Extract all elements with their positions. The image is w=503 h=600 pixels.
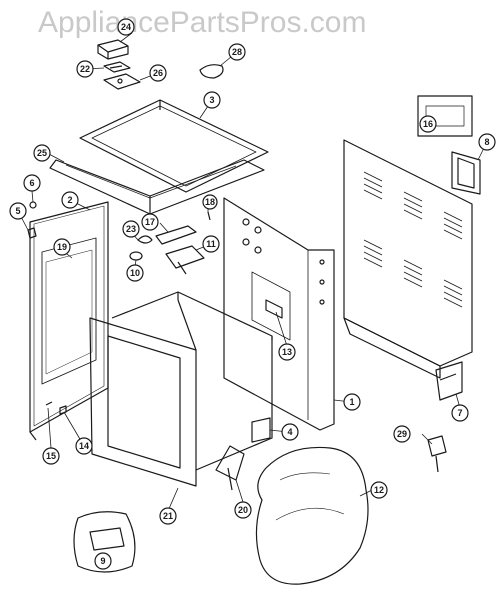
callout-15: 15 — [42, 447, 60, 465]
part-3-top-panel — [79, 99, 269, 193]
svg-text:10: 10 — [130, 268, 140, 278]
svg-text:4: 4 — [287, 427, 292, 437]
back-panel — [343, 139, 473, 379]
callout-13: 13 — [278, 343, 296, 361]
callout-14: 14 — [75, 437, 93, 455]
part-9-box — [73, 511, 136, 573]
part-7-bracket — [435, 361, 463, 401]
svg-text:2: 2 — [67, 195, 72, 205]
callout-3: 3 — [203, 91, 221, 109]
svg-text:5: 5 — [15, 206, 20, 216]
svg-text:13: 13 — [282, 347, 292, 357]
part-2-side-panel — [29, 201, 109, 441]
svg-text:16: 16 — [423, 119, 433, 129]
svg-text:7: 7 — [457, 408, 462, 418]
callout-10: 10 — [126, 264, 144, 282]
callout-20: 20 — [234, 501, 252, 519]
callout-11: 11 — [202, 235, 220, 253]
callout-12: 12 — [370, 481, 388, 499]
svg-text:6: 6 — [29, 178, 34, 188]
part-6-screw — [29, 201, 37, 209]
callout-2: 2 — [61, 191, 79, 209]
part-8-bracket — [451, 151, 481, 195]
part-26-plate — [103, 73, 141, 90]
callout-21: 21 — [159, 507, 177, 525]
part-14-clip — [59, 405, 67, 415]
svg-text:28: 28 — [232, 47, 242, 57]
callout-18: 18 — [202, 194, 218, 210]
svg-text:29: 29 — [397, 429, 407, 439]
callout-22: 22 — [76, 60, 94, 78]
watermark-text: AppliancePartsPros.com — [38, 6, 367, 39]
svg-text:24: 24 — [121, 22, 131, 32]
callout-16: 16 — [419, 115, 437, 133]
svg-text:20: 20 — [238, 505, 248, 515]
svg-text:18: 18 — [205, 197, 215, 207]
part-17-bracket — [155, 225, 197, 245]
svg-text:19: 19 — [57, 242, 67, 252]
svg-text:21: 21 — [163, 511, 173, 521]
callout-17: 17 — [141, 213, 159, 231]
callout-8: 8 — [478, 133, 496, 151]
oven-cavity — [111, 291, 273, 471]
part-21-front-frame — [89, 299, 197, 487]
callout-6: 6 — [23, 174, 41, 192]
callout-25: 25 — [33, 144, 51, 162]
part-23-cap — [137, 235, 153, 244]
callout-7: 7 — [451, 404, 469, 422]
svg-text:25: 25 — [37, 148, 47, 158]
part-20-hinge — [215, 445, 245, 491]
svg-text:11: 11 — [206, 239, 216, 249]
callout-26: 26 — [149, 64, 167, 82]
svg-text:23: 23 — [126, 224, 136, 234]
part-12-insulation — [255, 446, 369, 585]
part-25-frame — [49, 159, 265, 215]
part-22-bracket — [103, 61, 131, 73]
callout-5: 5 — [9, 202, 27, 220]
callout-9: 9 — [94, 552, 112, 570]
svg-text:15: 15 — [46, 451, 56, 461]
svg-text:17: 17 — [145, 217, 155, 227]
part-4-bracket — [251, 417, 271, 443]
part-24-block — [97, 39, 129, 60]
svg-text:3: 3 — [209, 95, 214, 105]
callout-19: 19 — [53, 238, 71, 256]
part-15-screw — [45, 401, 53, 406]
svg-text:8: 8 — [484, 137, 489, 147]
part-10-knob — [129, 251, 143, 261]
callout-29: 29 — [393, 425, 411, 443]
svg-text:26: 26 — [153, 68, 163, 78]
svg-text:12: 12 — [374, 485, 384, 495]
callout-28: 28 — [228, 43, 246, 61]
svg-text:14: 14 — [79, 441, 89, 451]
part-28-cap — [199, 64, 224, 79]
callout-4: 4 — [281, 423, 299, 441]
part-11-hinge — [165, 245, 205, 275]
part-5-clip — [27, 227, 37, 239]
part-29-terminal — [427, 435, 447, 473]
part-18-screw — [207, 211, 211, 221]
svg-text:9: 9 — [100, 556, 105, 566]
callout-23: 23 — [122, 220, 140, 238]
callout-24: 24 — [117, 18, 135, 36]
part-1-right-panel — [223, 197, 335, 431]
svg-text:1: 1 — [349, 397, 354, 407]
svg-text:22: 22 — [80, 64, 90, 74]
callout-1: 1 — [343, 393, 361, 411]
